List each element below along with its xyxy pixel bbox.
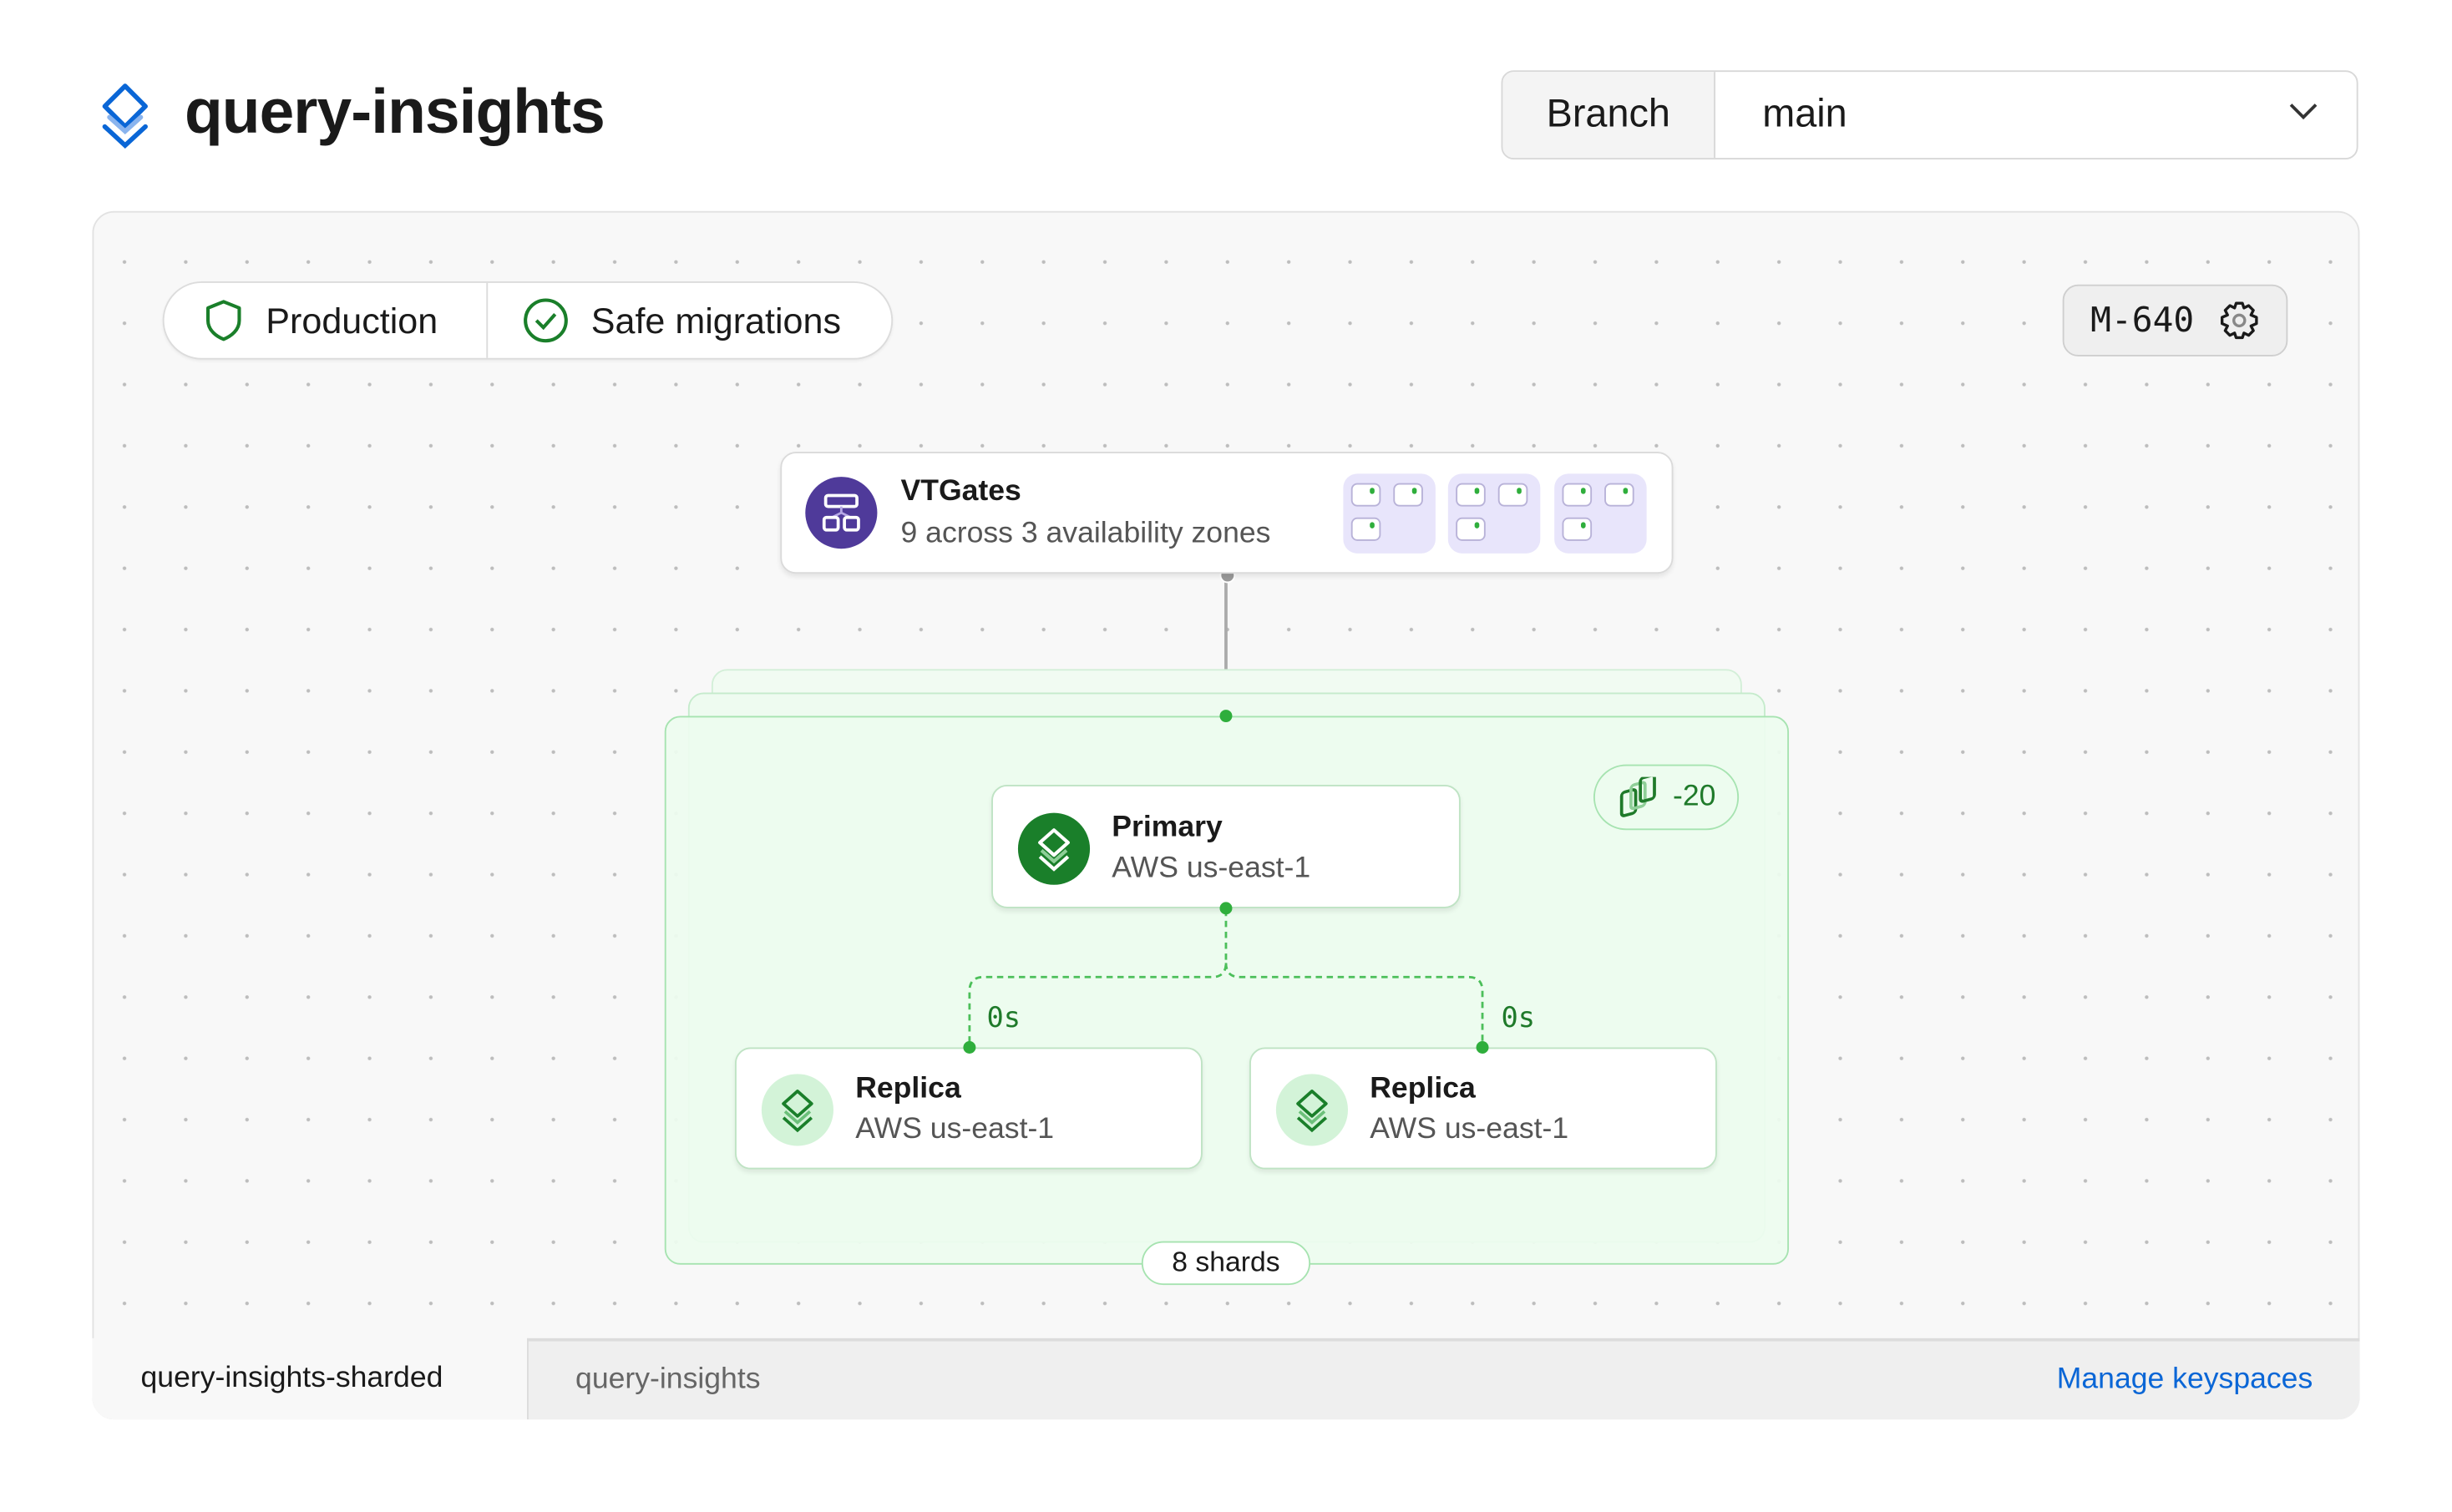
primary-subtitle: AWS us-east-1: [1112, 852, 1311, 885]
connector-dot: [1219, 710, 1233, 723]
page-title: query-insights: [184, 78, 605, 148]
database-layers-icon: [761, 1074, 833, 1146]
cluster-size-label: M-640: [2090, 301, 2195, 341]
vtgates-subtitle: 9 across 3 availability zones: [900, 517, 1271, 551]
safe-migrations-badge: Safe migrations: [488, 283, 841, 358]
replica-card[interactable]: Replica AWS us-east-1: [1249, 1047, 1717, 1170]
branch-value: main: [1762, 92, 1847, 136]
replica-card[interactable]: Replica AWS us-east-1: [735, 1047, 1203, 1170]
connector-dot: [1219, 902, 1233, 915]
database-badges: Production Safe migrations: [162, 281, 894, 360]
database-layers-icon: [1275, 1074, 1349, 1146]
replica-lag-label: 0s: [986, 1002, 1021, 1035]
replica-title: Replica: [855, 1072, 961, 1105]
availability-zone: [1343, 473, 1436, 554]
vtgate-icon: [805, 477, 878, 549]
tab-query-insights-sharded[interactable]: query-insights-sharded: [92, 1338, 527, 1420]
vtgates-card[interactable]: VTGates 9 across 3 availability zones: [780, 452, 1674, 574]
shards-icon: [1619, 776, 1656, 817]
availability-zone: [1554, 473, 1647, 554]
replica-subtitle: AWS us-east-1: [855, 1113, 1055, 1146]
vtgate-connector: [1224, 574, 1228, 716]
tab-query-insights[interactable]: query-insights: [575, 1363, 761, 1397]
replica-lag-label: 0s: [1501, 1002, 1536, 1035]
cluster-size-button[interactable]: M-640: [2062, 284, 2288, 357]
chevron-down-icon: [2289, 104, 2318, 120]
manage-keyspaces-link[interactable]: Manage keyspaces: [2056, 1363, 2313, 1397]
availability-zone: [1447, 473, 1541, 554]
production-badge: Production: [165, 282, 489, 358]
branch-label: Branch: [1502, 72, 1716, 159]
primary-card[interactable]: Primary AWS us-east-1: [991, 784, 1461, 908]
logo-icon: [94, 81, 156, 158]
check-circle-icon: [524, 298, 568, 343]
vtgates-title: VTGates: [900, 475, 1021, 508]
branch-select[interactable]: Branch main: [1501, 70, 2358, 159]
shard-count-badge: 8 shards: [1141, 1241, 1311, 1286]
keyspace-tabs: query-insights-sharded query-insights Ma…: [92, 1338, 2360, 1420]
shield-icon: [205, 300, 241, 341]
safe-migrations-label: Safe migrations: [590, 299, 842, 341]
replication-lines: [968, 909, 1484, 1048]
primary-title: Primary: [1112, 811, 1223, 845]
connector-dot: [963, 1041, 976, 1054]
connector-dot: [1476, 1041, 1489, 1054]
shard-range-label: -20: [1673, 780, 1716, 813]
shard-range-badge[interactable]: -20: [1593, 764, 1740, 831]
database-layers-icon: [1017, 812, 1091, 885]
production-label: Production: [266, 299, 438, 341]
replica-title: Replica: [1370, 1072, 1476, 1105]
gear-icon: [2221, 301, 2258, 340]
replica-subtitle: AWS us-east-1: [1370, 1113, 1569, 1146]
